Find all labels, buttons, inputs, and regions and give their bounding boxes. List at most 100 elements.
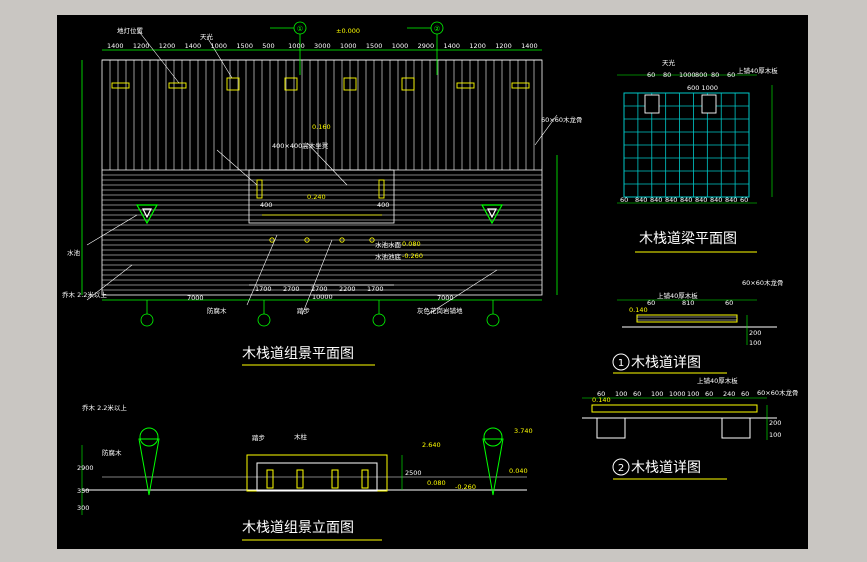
beam-bottom-dim: 60 <box>620 196 628 204</box>
plan-bottom-dim: 2200 <box>339 285 356 293</box>
plan-bottom-dim: 1700 <box>367 285 384 293</box>
detail1-deck: 上铺40厚木板 <box>657 291 698 300</box>
beam-bottom-dim: 840 <box>635 196 647 204</box>
plan-top-dim: 1500 <box>366 42 383 50</box>
beam-top-dim: 1000 <box>679 71 696 79</box>
beam-bottom-dim: 840 <box>725 196 737 204</box>
detail2-dim: 100 <box>615 390 627 398</box>
beam-bottom-dim: 60 <box>740 196 748 204</box>
plan-top-dim: 1400 <box>521 42 538 50</box>
elev-plank: 防腐木 <box>102 448 122 457</box>
beam-top-dim: 80 <box>711 71 719 79</box>
plan-water-note-a: 水池水面 <box>375 240 402 249</box>
plan-small-400a: 400 <box>260 201 272 209</box>
grid-marker-2: ② <box>434 25 440 33</box>
plan-level-low: 0.240 <box>307 193 326 201</box>
elev-right-dim: 2500 <box>405 469 422 477</box>
elev-left-dim-b: 350 <box>77 487 89 495</box>
elevation-view: 乔木 2.2米以上 防腐木 踏步 木柱 2.640 3.740 0.040 0.… <box>77 403 533 541</box>
plan-bottom-right: 7000 <box>437 294 454 302</box>
elev-lv-b: 3.740 <box>514 427 533 435</box>
plan-level-mid: 0.160 <box>312 123 331 131</box>
beam-bottom-dim: 840 <box>650 196 662 204</box>
detail1-number: 1 <box>618 358 624 369</box>
plan-top-dim: 1200 <box>159 42 176 50</box>
beam-label-sky: 天光 <box>662 58 676 67</box>
elev-left-dim-c: 300 <box>77 504 89 512</box>
plan-top-dim: 1000 <box>288 42 305 50</box>
plan-label-seat: 400×400高木坐凳 <box>272 141 329 150</box>
plan-label-plank: 防腐木 <box>207 306 227 315</box>
detail2-title: 木栈道详图 <box>631 460 701 476</box>
detail2-deck: 上铺40厚木板 <box>697 376 738 385</box>
plan-water-level-b: -0.260 <box>402 252 423 260</box>
plan-top-dim: 500 <box>262 42 274 50</box>
plan-top-dim: 1200 <box>133 42 150 50</box>
detail1-dim-c: 60 <box>725 299 733 307</box>
detail2-side-a: 200 <box>769 419 781 427</box>
detail2-dim: 240 <box>723 390 735 398</box>
beam-top-dim: 80 <box>663 71 671 79</box>
detail2-dim: 60 <box>705 390 713 398</box>
plan-water-note-b: 水池池底 <box>375 252 402 261</box>
plan-label-pavement: 灰色花岗岩铺地 <box>417 306 463 315</box>
elev-lv-d: 0.080 <box>427 479 446 487</box>
beam-mid-text: 600 1000 <box>687 84 718 92</box>
plan-top-dim: 1400 <box>185 42 202 50</box>
detail2-joist: 60×60木龙骨 <box>757 388 799 397</box>
plan-top-dim: 1000 <box>340 42 357 50</box>
plan-top-dim: 1400 <box>443 42 460 50</box>
plan-bottom-dim: 2700 <box>283 285 300 293</box>
plan-small-400b: 400 <box>377 201 389 209</box>
plan-label-water: 水池 <box>67 248 81 257</box>
plan-water-level-a: 0.080 <box>402 240 421 248</box>
beam-top-dim: 60 <box>647 71 655 79</box>
detail2-dim: 60 <box>633 390 641 398</box>
plan-label-tree2: 60×60木龙骨 <box>541 115 583 124</box>
plan-view <box>81 21 558 327</box>
detail2-number: 2 <box>618 463 624 474</box>
detail1-side-a: 200 <box>749 329 761 337</box>
detail-1: 上铺40厚木板 60×60木龙骨 0.140 60 810 60 200 100… <box>612 278 784 374</box>
elev-pier: 木柱 <box>294 432 308 441</box>
plan-top-dim: 2900 <box>418 42 435 50</box>
plan-top-dim: 1000 <box>211 42 228 50</box>
elev-lv-a: 2.640 <box>422 441 441 449</box>
elev-left-dim-a: 2900 <box>77 464 94 472</box>
cad-drawing[interactable]: ±0.000 地灯位置 天光 400×400高木坐凳 0.160 0.240 4… <box>57 15 808 549</box>
plan-title: 木栈道组景平面图 <box>242 346 354 362</box>
detail1-dim-b: 810 <box>682 299 694 307</box>
plan-top-dim: 1200 <box>495 42 512 50</box>
plan-label-lamp: 地灯位置 <box>117 26 144 35</box>
beam-plan-title: 木栈道梁平面图 <box>639 231 737 247</box>
elev-step: 踏步 <box>252 433 266 442</box>
elevation-title: 木栈道组景立面图 <box>242 520 354 536</box>
plan-top-dim: 1500 <box>236 42 253 50</box>
detail2-dim: 100 <box>687 390 699 398</box>
plan-level-top: ±0.000 <box>336 27 360 35</box>
plan-annotations: ±0.000 地灯位置 天光 400×400高木坐凳 0.160 0.240 4… <box>62 25 583 366</box>
plan-top-dim: 1200 <box>469 42 486 50</box>
elev-tree: 乔木 2.2米以上 <box>82 403 127 412</box>
detail1-joist: 60×60木龙骨 <box>742 278 784 287</box>
beam-bottom-dim: 840 <box>680 196 692 204</box>
detail2-level: 0.140 <box>592 396 611 404</box>
beam-label-beam: 上铺40厚木板 <box>737 66 778 75</box>
detail2-dim: 60 <box>597 390 605 398</box>
detail1-side-b: 100 <box>749 339 761 347</box>
plan-label-step: 踏步 <box>297 306 311 315</box>
detail1-title: 木栈道详图 <box>631 355 701 371</box>
plan-bottom-left: 7000 <box>187 294 204 302</box>
elev-lv-e: -0.260 <box>455 483 476 491</box>
plan-bottom-dim: 1700 <box>255 285 272 293</box>
plan-label-tree: 乔木 2.2米以上 <box>62 290 107 299</box>
detail2-side-b: 100 <box>769 431 781 439</box>
beam-bottom-dim: 840 <box>710 196 722 204</box>
beam-bottom-dim: 840 <box>695 196 707 204</box>
detail1-dim-a: 60 <box>647 299 655 307</box>
detail2-dim: 1000 <box>669 390 686 398</box>
plan-top-dim: 3000 <box>314 42 331 50</box>
plan-top-dim: 1400 <box>107 42 124 50</box>
